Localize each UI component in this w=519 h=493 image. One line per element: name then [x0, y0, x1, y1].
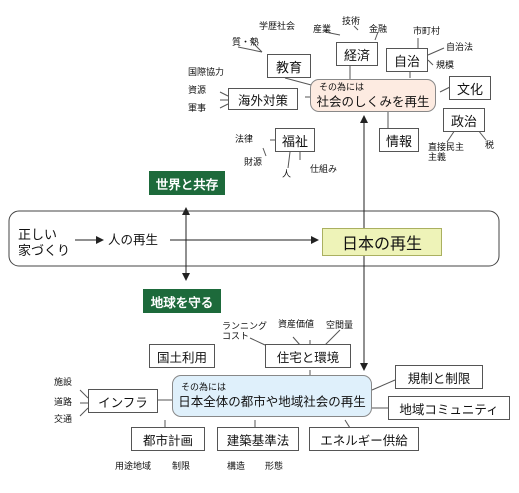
label-chokusetsu: 直接民主 主義	[428, 143, 465, 163]
label-keitai: 形態	[265, 462, 284, 472]
label-gijutsu: 技術	[342, 17, 361, 27]
label-kozo: 構造	[227, 462, 246, 472]
box-nihon-saisei: 日本の再生	[322, 228, 442, 256]
label-shigen: 資源	[188, 86, 207, 96]
box-bunka: 文化	[449, 76, 491, 100]
label-hito: 人	[282, 170, 292, 180]
box-chiiki: 地域コミュニティ	[388, 396, 510, 420]
label-running: ランニング コスト	[222, 322, 268, 342]
box-toshi: 都市計画	[131, 427, 205, 451]
box-joho: 情報	[379, 128, 419, 152]
label-shikumi: 仕組み	[310, 165, 338, 175]
top-center-box: その為には 社会のしくみを再生	[310, 79, 436, 112]
label-kukan: 空間量	[326, 321, 354, 331]
label-horitsu: 法律	[235, 135, 254, 145]
label-iezukuri: 家づくり	[18, 244, 71, 259]
box-kenchiku: 建築基準法	[217, 427, 299, 451]
box-jichi: 自治	[386, 48, 428, 72]
bottom-center-box: その為には 日本全体の都市や地域社会の再生	[172, 375, 372, 417]
label-kinyu: 金融	[369, 25, 388, 35]
box-kokudo: 国土利用	[149, 344, 215, 368]
label-shitsu: 質・熟	[232, 38, 260, 48]
label-tadashii: 正しい	[18, 228, 58, 243]
label-zaigen: 財源	[244, 158, 263, 168]
label-kotsu: 交通	[54, 415, 73, 425]
box-sekai: 世界と共存	[149, 171, 225, 195]
label-zei: 税	[485, 141, 495, 151]
box-energy: エネルギー供給	[309, 427, 419, 451]
box-infura: インフラ	[88, 389, 158, 413]
label-hito-saisei: 人の再生	[108, 232, 159, 247]
box-keizai: 経済	[336, 42, 378, 66]
label-yoto: 用途地域	[115, 462, 152, 472]
box-fukushi: 福祉	[275, 128, 315, 152]
label-gunji: 軍事	[188, 104, 207, 114]
label-choson: 市町村	[413, 27, 441, 37]
box-kyoiku: 教育	[267, 54, 311, 78]
box-kaigai: 海外対策	[228, 88, 298, 110]
box-seiji: 政治	[443, 108, 485, 132]
label-jichiho: 自治法	[446, 43, 474, 53]
box-chikyu: 地球を守る	[143, 289, 221, 313]
label-gakureki: 学歴社会	[259, 22, 296, 32]
label-shisetsu: 施設	[54, 378, 73, 388]
box-jutaku: 住宅と環境	[265, 344, 351, 368]
label-kibo: 規模	[436, 61, 455, 71]
label-seigen: 制限	[172, 462, 191, 472]
label-kokusai: 国際協力	[188, 68, 225, 78]
label-sangyo: 産業	[313, 25, 332, 35]
label-shisan: 資産価値	[278, 320, 315, 330]
box-kisei: 規制と制限	[395, 365, 483, 389]
label-doro: 道路	[54, 398, 73, 408]
